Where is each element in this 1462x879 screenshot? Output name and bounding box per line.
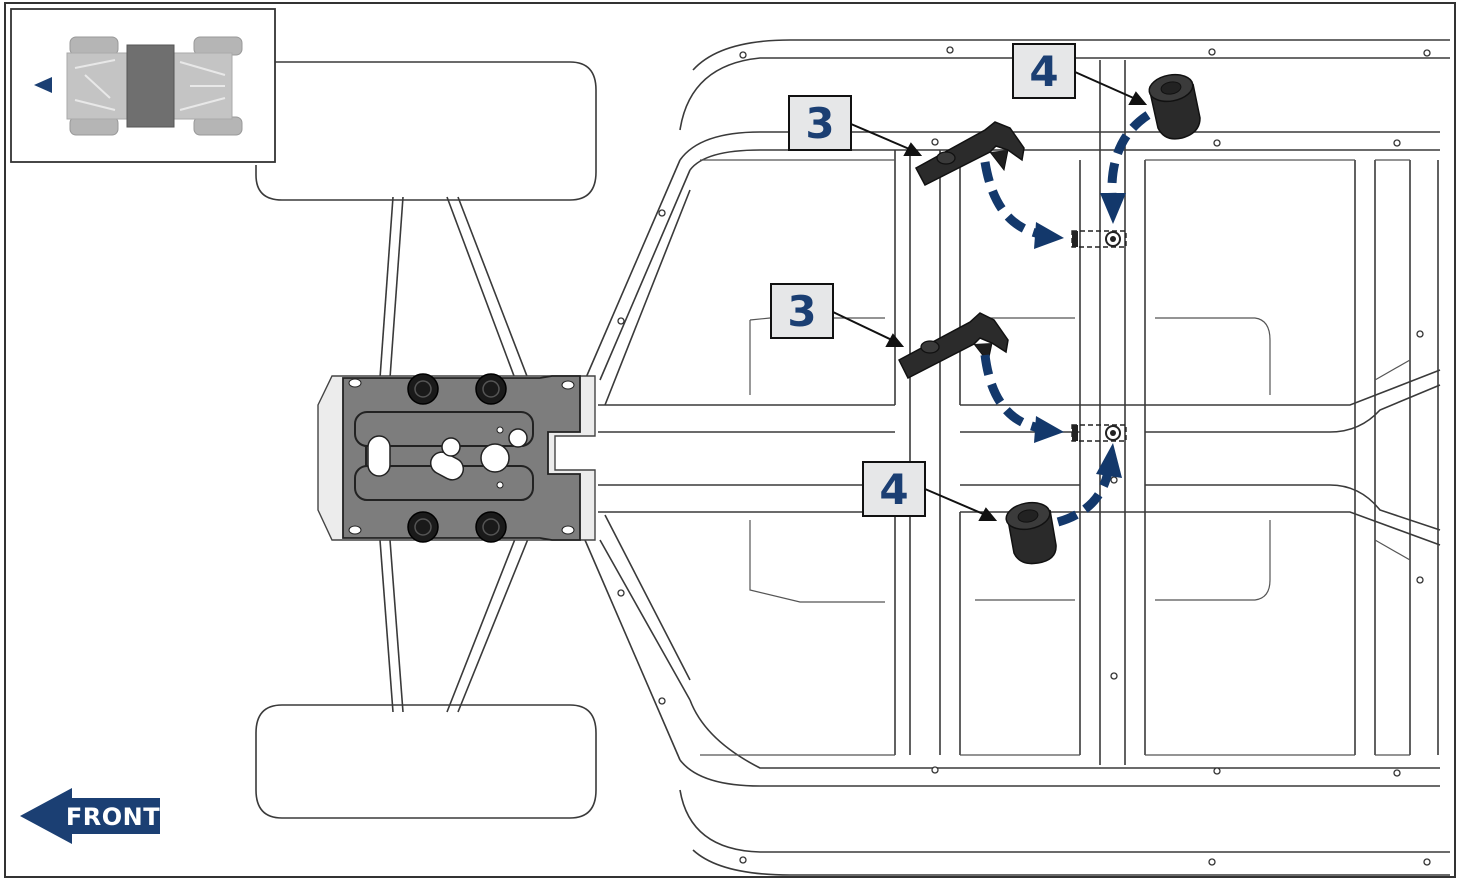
- motion-arrow-spacer-lower: [1056, 443, 1122, 527]
- outer-border: [4, 2, 1456, 878]
- spacer-part-4-lower: [1005, 501, 1057, 565]
- skid-plate: [317, 373, 596, 543]
- callout-3-upper-label: 3: [805, 99, 834, 148]
- mount-point-lower: [1071, 424, 1127, 442]
- callout-leaders: [832, 71, 1148, 521]
- left-triangle-icon: [34, 77, 52, 93]
- front-wheel-upper: [255, 61, 597, 201]
- left-arrow-icon: [20, 788, 160, 844]
- callout-4-upper-label: 4: [1029, 47, 1058, 96]
- mount-point-upper: [1071, 230, 1127, 248]
- motion-arrow-spacer-upper: [1100, 111, 1151, 224]
- callout-4-upper: 4: [1012, 43, 1076, 99]
- frame-rivets: [617, 46, 1431, 866]
- spacer-part-4-upper: [1148, 73, 1201, 140]
- front-label: FRONT: [66, 803, 160, 831]
- callout-4-lower: 4: [862, 461, 926, 517]
- vehicle-locator-thumbnail: [10, 8, 276, 163]
- callout-3-upper: 3: [788, 95, 852, 151]
- callout-4-lower-label: 4: [879, 465, 908, 514]
- vehicle-frame: [584, 39, 1450, 876]
- suspension-arms: [379, 196, 531, 713]
- motion-arrow-bracket-lower: [980, 354, 1064, 443]
- bracket-part-3-upper: [914, 121, 1025, 187]
- callout-3-lower-label: 3: [787, 287, 816, 336]
- callout-3-lower: 3: [770, 283, 834, 339]
- front-wheel-lower: [255, 704, 597, 819]
- motion-arrow-bracket-upper: [980, 161, 1064, 249]
- front-indicator: FRONT: [20, 788, 160, 844]
